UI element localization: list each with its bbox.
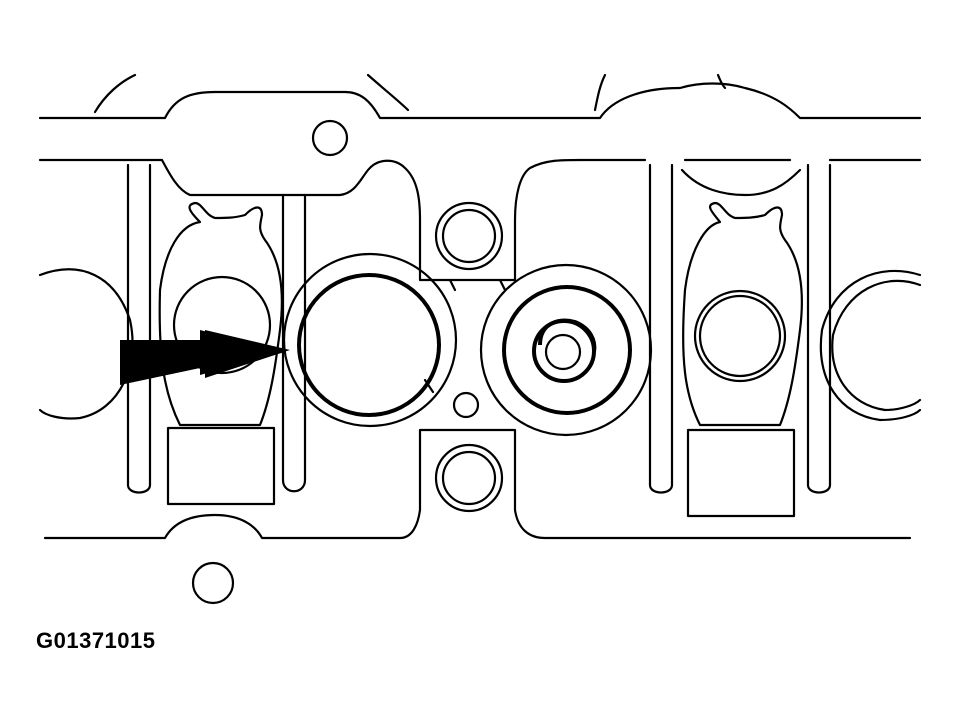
seat-ring-gap (423, 378, 435, 394)
gallery-lower-edge-right (513, 438, 912, 540)
valve-bore-right-ring (698, 294, 782, 378)
oil-hole-mid (452, 391, 480, 419)
valve-bore-target (282, 252, 458, 428)
cam-lobe-left-hole (172, 275, 272, 375)
valve-bore-right (693, 289, 787, 383)
arrow-icon (205, 330, 290, 378)
lifter-slot-right-b (806, 163, 832, 494)
bolt-hole-top (311, 119, 349, 157)
valve-stem (544, 333, 582, 371)
gallery-upper-edge (38, 158, 422, 222)
valve-spring-outer (502, 285, 632, 415)
gallery-upper-edge-right (513, 158, 922, 222)
center-pillar (418, 218, 517, 292)
bore-far-left (38, 268, 134, 420)
center-pillar-lower (418, 428, 517, 442)
lifter-slot-left-b (281, 193, 307, 493)
oil-hole-upper (434, 201, 504, 271)
head-top-arc-left (93, 73, 137, 114)
cam-lobe-left (158, 201, 283, 427)
head-top-edge (38, 82, 922, 120)
bore-far-right (819, 269, 922, 422)
oil-hole-lower (434, 443, 504, 513)
lash-pad-left (166, 426, 276, 506)
cam-lobe-right (680, 168, 803, 427)
lifter-slot-right-a (648, 163, 674, 494)
head-top-arc-far-right (716, 73, 727, 90)
head-top-arc-right (593, 73, 607, 112)
bolt-hole-bottom (191, 561, 235, 605)
figure-id-label: G01371015 (36, 628, 156, 653)
bore-far-right-inner (831, 279, 922, 412)
lifter-slot-left-a (126, 163, 152, 494)
valve-seat-ring (297, 273, 441, 417)
gallery-lower-edge (43, 438, 422, 540)
valve-spring-coil (538, 318, 597, 353)
lash-pad-right (686, 428, 796, 518)
valve-bore-center (479, 263, 653, 437)
oil-hole-upper-inner (441, 208, 497, 264)
head-top-arc-mid (366, 73, 410, 112)
oil-hole-lower-inner (441, 450, 497, 506)
